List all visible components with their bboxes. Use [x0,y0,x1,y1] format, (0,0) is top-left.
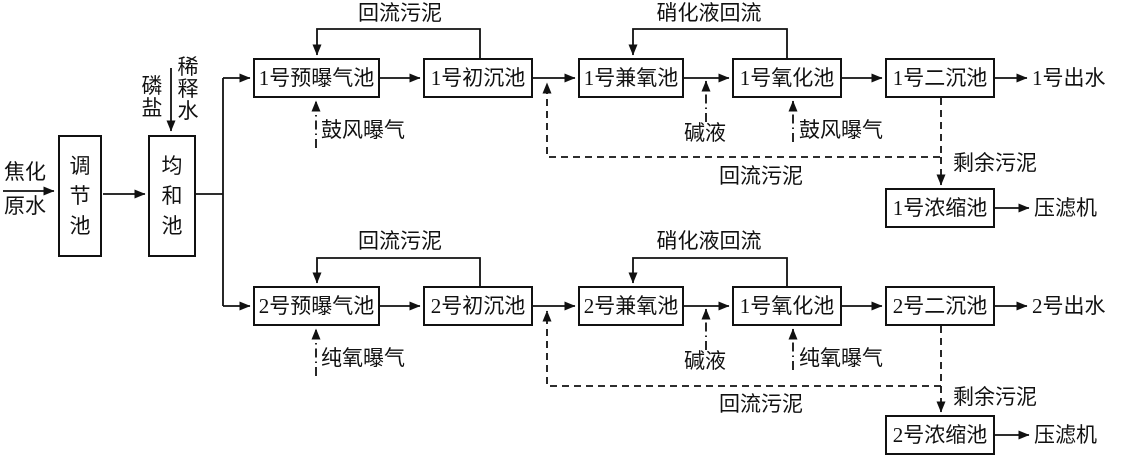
influent-label-line1: 焦化 [4,160,46,184]
secondary-clarifier-box-2: 2号二沉池 [885,286,995,326]
thickener-box-2: 2号浓缩池 [885,415,995,455]
loop-return-sludge-row2 [312,257,481,286]
return-sludge-bottom-label-2: 回流污泥 [719,392,803,416]
regulating-tank-label: 调节池 [69,154,91,238]
phosphate-label: 磷盐 [141,74,163,120]
equalization-tank-label: 均和池 [161,154,183,238]
influent-label-line2: 原水 [4,194,46,218]
pre-aeration-tank-label-1: 1号预曝气池 [258,65,375,90]
equalization-tank-box: 均和池 [148,135,196,257]
effluent-label-1: 1号出水 [1032,66,1106,90]
oxidation-tank-label-2: 1号氧化池 [739,293,835,318]
nitrified-recycle-label-2: 硝化液回流 [656,229,762,253]
primary-clarifier-label-2: 2号初沉池 [430,293,526,318]
dashed-return-sludge-row2 [542,310,942,387]
secondary-clarifier-label-2: 2号二沉池 [892,293,988,318]
filter-press-label-2: 压滤机 [1034,423,1097,447]
dashed-return-sludge-row1 [542,82,942,158]
aeration-input-label-pre-1: 鼓风曝气 [321,118,405,142]
oxidation-tank-label-1: 1号氧化池 [739,65,835,90]
primary-clarifier-label-1: 1号初沉池 [430,65,526,90]
oxidation-tank-box-1: 1号氧化池 [732,58,842,98]
regulating-tank-box: 调节池 [58,135,102,257]
solid-flow-arrows [3,28,1030,440]
excess-sludge-label-1: 剩余污泥 [953,151,1037,175]
loop-return-sludge-row1 [312,28,481,58]
facultative-tank-label-1: 1号兼氧池 [583,65,679,90]
effluent-label-2: 2号出水 [1032,294,1106,318]
return-sludge-bottom-label-1: 回流污泥 [719,164,803,188]
filter-press-label-1: 压滤机 [1034,196,1097,220]
loop-nitrified-recycle-row1 [628,28,788,58]
pre-aeration-tank-box-1: 1号预曝气池 [253,58,380,98]
secondary-clarifier-box-1: 1号二沉池 [885,58,995,98]
aeration-input-label-ox-2: 纯氧曝气 [799,346,883,370]
primary-clarifier-box-2: 2号初沉池 [423,286,533,326]
nitrified-recycle-label-1: 硝化液回流 [656,1,762,25]
secondary-clarifier-label-1: 1号二沉池 [892,65,988,90]
loop-nitrified-recycle-row2 [628,257,788,286]
thickener-label-2: 2号浓缩池 [892,422,988,447]
return-sludge-top-label-1: 回流污泥 [358,1,442,25]
thickener-box-1: 1号浓缩池 [885,188,995,228]
aeration-input-label-pre-2: 纯氧曝气 [321,346,405,370]
pre-aeration-tank-box-2: 2号预曝气池 [253,286,380,326]
thickener-label-1: 1号浓缩池 [892,195,988,220]
alkali-input-label-1: 碱液 [684,121,726,145]
dashdot-input-arrows [311,80,798,376]
facultative-tank-label-2: 2号兼氧池 [583,293,679,318]
oxidation-tank-box-2: 1号氧化池 [732,286,842,326]
facultative-tank-box-1: 1号兼氧池 [578,58,684,98]
primary-clarifier-box-1: 1号初沉池 [423,58,533,98]
dashed-sludge-lines [542,82,946,413]
excess-sludge-label-2: 剩余污泥 [953,385,1037,409]
dilution-water-label: 稀释水 [177,55,199,123]
pre-aeration-tank-label-2: 2号预曝气池 [258,293,375,318]
return-sludge-top-label-2: 回流污泥 [358,229,442,253]
alkali-input-label-2: 碱液 [684,349,726,373]
facultative-tank-box-2: 2号兼氧池 [578,286,684,326]
aeration-input-label-ox-1: 鼓风曝气 [799,118,883,142]
